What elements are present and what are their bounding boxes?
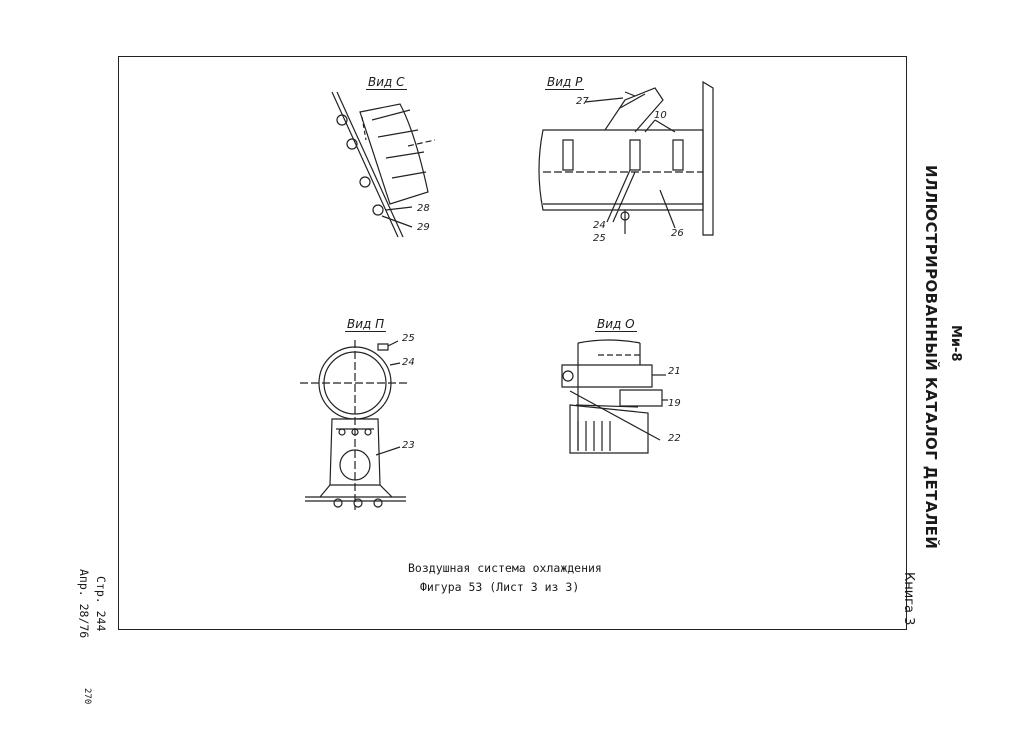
view-o-title: Вид О <box>595 317 637 332</box>
view-r-callout-26: 26 <box>671 228 684 239</box>
view-o-callout-22: 22 <box>668 433 681 444</box>
footer-page: Стр. 244 <box>94 576 108 632</box>
view-r-callout-10: 10 <box>654 110 667 121</box>
view-c-callout-28: 28 <box>417 203 430 214</box>
figure-caption-number: Фигура 53 (Лист 3 из 3) <box>420 580 580 594</box>
view-r-callout-24: 24 <box>593 220 606 231</box>
view-o-drawing <box>548 335 668 465</box>
sheet-number: 270 <box>82 688 92 705</box>
view-r-callout-27: 27 <box>576 96 589 107</box>
view-p-callout-25: 25 <box>402 333 415 344</box>
view-r-drawing <box>535 80 725 240</box>
view-c-drawing <box>320 92 440 242</box>
view-o-callout-19: 19 <box>668 398 681 409</box>
header-book: Книга 3 <box>901 572 916 626</box>
view-o-callout-21: 21 <box>668 366 681 377</box>
header-catalog-title: ИЛЛЮСТРИРОВАННЫЙ КАТАЛОГ ДЕТАЛЕЙ <box>922 165 940 550</box>
view-c-callout-29: 29 <box>417 222 430 233</box>
view-p-drawing <box>300 335 430 515</box>
view-r-title: Вид Р <box>545 75 585 90</box>
view-p-callout-23: 23 <box>402 440 415 451</box>
figure-caption-title: Воздушная система охлаждения <box>408 561 602 575</box>
view-p-title: Вид П <box>345 317 387 332</box>
drawing-frame <box>118 56 907 630</box>
footer-date: Апр. 28/76 <box>77 569 91 639</box>
header-model: Ми-8 <box>948 325 963 362</box>
view-r-callout-25: 25 <box>593 233 606 244</box>
view-p-callout-24: 24 <box>402 357 415 368</box>
view-c-title: Вид С <box>366 75 407 90</box>
